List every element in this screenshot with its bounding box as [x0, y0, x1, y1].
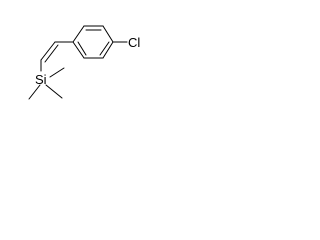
- benzene-ring: [72, 25, 114, 59]
- ring-bond-1: [72, 25, 85, 43]
- vinyl-bond-inner: [44, 44, 59, 63]
- ring-bond-3: [102, 25, 114, 43]
- chlorine-label: Cl: [128, 35, 140, 50]
- ring-inner-bond-2: [99, 41, 110, 56]
- silicon-methyl-bond-lower-left: [28, 84, 41, 100]
- structure-diagram: Cl Si: [28, 25, 140, 100]
- silicon-methyl-bond-lower-right: [45, 84, 63, 99]
- vinyl-double-bond: [40, 41, 59, 63]
- ring-bond-4: [102, 41, 114, 59]
- silicon-label: Si: [35, 72, 47, 87]
- silicon-methyl-bond-right: [49, 67, 65, 78]
- ring-bond-6: [72, 41, 85, 59]
- ring-inner-bond-3: [77, 41, 87, 56]
- vinyl-bond-outer: [40, 41, 56, 61]
